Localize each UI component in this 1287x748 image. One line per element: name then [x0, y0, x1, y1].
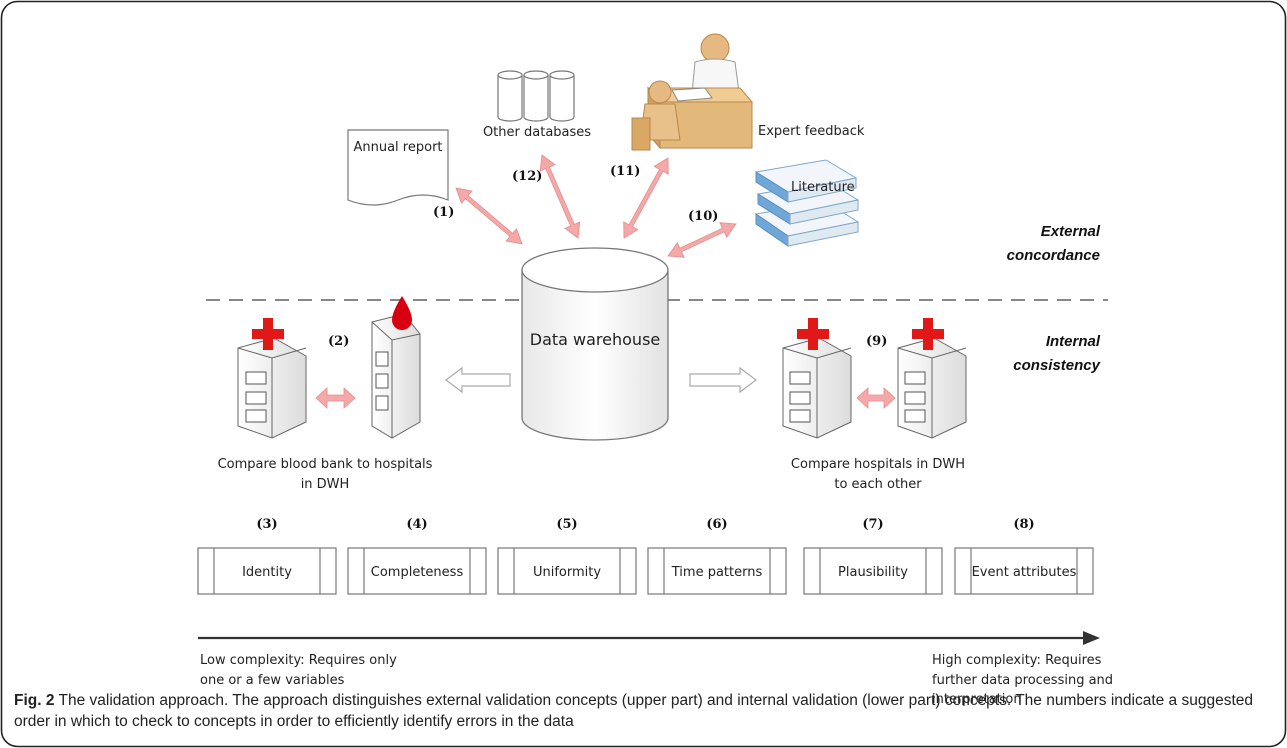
- hospital-building-right2-icon: [897, 318, 967, 439]
- literature-label: Literature: [791, 180, 855, 195]
- double-arrow-9: [856, 387, 896, 409]
- concept-number: (7): [862, 517, 883, 532]
- concept-box: Completeness (4): [347, 517, 487, 595]
- double-arrow-11: [623, 157, 669, 239]
- left-hollow-arrow: [445, 366, 511, 394]
- figure-caption: Fig. 2 The validation approach. The appr…: [14, 690, 1276, 732]
- high-complexity-line3: interpretation: [932, 692, 1022, 707]
- number-10: (10): [688, 209, 718, 224]
- concept-number: (6): [706, 517, 727, 532]
- compare-blood-bank-line1: Compare blood bank to hospitals: [218, 457, 433, 472]
- double-arrow-10: [667, 222, 737, 258]
- double-arrow-12: [539, 154, 581, 239]
- internal-consistency-label-line1: Internal: [1046, 333, 1101, 350]
- data-warehouse-label: Data warehouse: [530, 330, 661, 349]
- concept-box: Identity (3): [197, 517, 337, 595]
- number-12: (12): [512, 169, 542, 184]
- concept-label: Time patterns: [671, 565, 763, 580]
- double-arrow-2: [315, 387, 356, 409]
- concept-number: (5): [556, 517, 577, 532]
- right-hollow-arrow: [689, 366, 757, 394]
- concept-number: (8): [1013, 517, 1034, 532]
- other-databases-icon: [497, 70, 575, 122]
- high-complexity-line1: High complexity: Requires: [932, 653, 1102, 668]
- internal-consistency-label-line2: consistency: [1013, 357, 1100, 374]
- number-1: (1): [433, 205, 454, 220]
- concept-box: Time patterns (6): [647, 517, 787, 595]
- literature-icon: [754, 159, 860, 247]
- expert-feedback-icon: [631, 33, 754, 151]
- number-11: (11): [610, 164, 640, 179]
- number-2: (2): [328, 334, 349, 349]
- hospital-building-left-icon: [237, 318, 307, 439]
- concept-number: (3): [256, 517, 277, 532]
- concept-box: Plausibility (7): [803, 517, 943, 595]
- concept-label: Identity: [242, 565, 292, 580]
- other-databases-label: Other databases: [483, 125, 591, 140]
- compare-blood-bank-line2: in DWH: [301, 477, 350, 492]
- compare-hospitals-line1: Compare hospitals in DWH: [791, 457, 965, 472]
- concept-box: Uniformity (5): [497, 517, 637, 595]
- complexity-arrow: [198, 631, 1100, 645]
- blood-bank-building-icon: [371, 296, 421, 439]
- concept-box: Event attributes (8): [954, 517, 1094, 595]
- concept-label: Plausibility: [838, 565, 908, 580]
- concept-number: (4): [406, 517, 427, 532]
- internal-concepts-row: Identity (3) Completeness (4) Uniformity (5) T…: [197, 517, 1094, 595]
- external-concordance-label-line2: concordance: [1007, 247, 1100, 264]
- caption-figure-label: Fig. 2: [14, 692, 55, 709]
- high-complexity-line2: further data processing and: [932, 673, 1113, 688]
- low-complexity-line2: one or a few variables: [200, 673, 345, 688]
- expert-feedback-label: Expert feedback: [758, 124, 865, 139]
- compare-hospitals-line2: to each other: [834, 477, 922, 492]
- concept-label: Event attributes: [972, 565, 1077, 580]
- annual-report-icon: [347, 129, 449, 206]
- caption-text: The validation approach. The approach di…: [14, 692, 1254, 730]
- hospital-building-right1-icon: [782, 318, 852, 439]
- double-arrow-1: [455, 187, 523, 245]
- concept-label: Uniformity: [533, 565, 601, 580]
- number-9: (9): [866, 334, 887, 349]
- external-concordance-label-line1: External: [1041, 223, 1101, 240]
- annual-report-label: Annual report: [353, 140, 442, 155]
- low-complexity-line1: Low complexity: Requires only: [200, 653, 397, 668]
- data-warehouse-cylinder: [521, 247, 669, 441]
- concept-label: Completeness: [371, 565, 464, 580]
